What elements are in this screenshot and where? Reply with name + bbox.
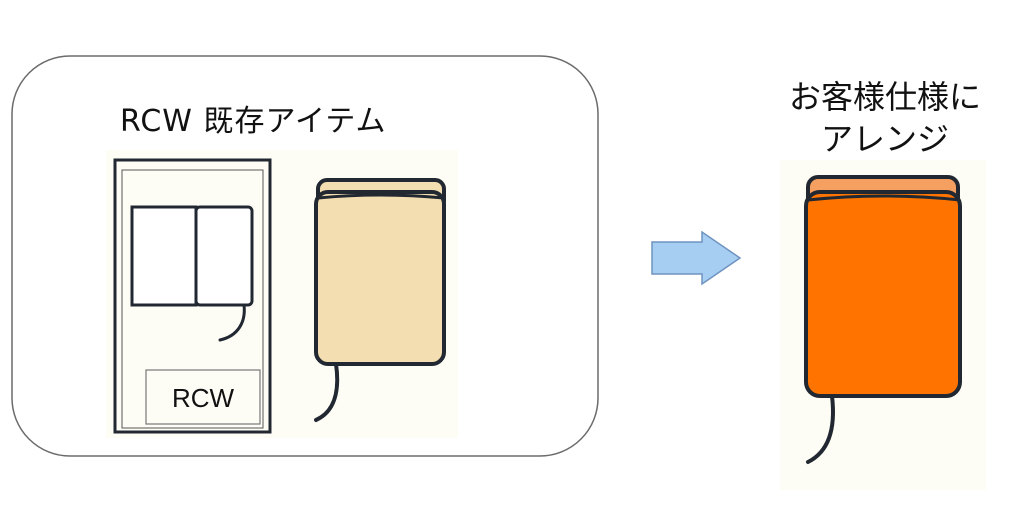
transform-arrow [651,230,742,286]
package-label-text: RCW [171,382,235,413]
open-book-bookmark-ribbon [218,303,246,342]
existing-items-title: RCW 既存アイテム [120,104,387,139]
open-book-left-page [130,205,198,307]
custom-arrange-title-line2: アレンジ [820,120,949,158]
package-label-box [145,369,261,425]
existing-book-icon [314,178,446,422]
open-book-right-page [194,205,254,307]
package-inner-frame [121,169,264,429]
custom-arrange-title-line1: お客様仕様に [788,78,981,116]
custom-book-icon [804,175,962,464]
custom-arrange-title: お客様仕様に アレンジ [760,76,1010,160]
